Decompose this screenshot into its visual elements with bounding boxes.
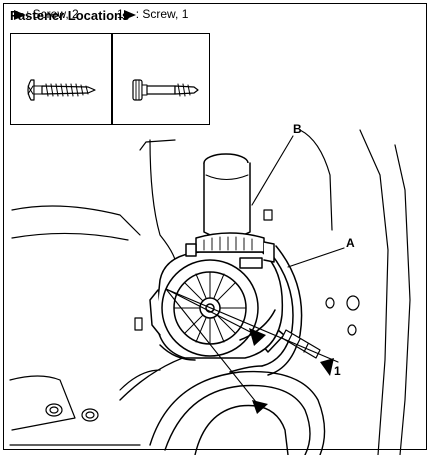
window-motor xyxy=(185,153,275,269)
screw-marker-1-icon xyxy=(320,358,334,376)
regulator-cable xyxy=(119,349,326,455)
wiring-connector xyxy=(281,329,321,359)
legend-screw-2-label: : Screw, 2 xyxy=(26,7,79,21)
leader-lines xyxy=(165,135,345,403)
triangle-marker-icon xyxy=(123,9,136,20)
legend-screw-1-label: : Screw, 1 xyxy=(135,7,189,21)
fastener-box-screw-2 xyxy=(10,33,112,125)
panel-holes xyxy=(45,209,360,422)
legend-screw-1: 1 : Screw, 1 xyxy=(117,7,188,21)
legend-screw-2: : Screw, 2 xyxy=(14,7,79,21)
callout-a: A xyxy=(346,236,355,250)
screw-marker-upper-icon xyxy=(249,328,266,346)
fastener-box-screw-1 xyxy=(112,33,210,125)
fastener-locations-title: Fastener Locations xyxy=(10,8,130,23)
triangle-marker-icon xyxy=(14,9,26,20)
legend-screw-1-marker: 1 xyxy=(117,7,124,21)
screw-2-icon xyxy=(27,79,96,101)
callout-b: B xyxy=(293,122,302,136)
door-panel-outline xyxy=(9,129,411,455)
screw-1-icon xyxy=(132,79,199,101)
screw-marker-lower-icon xyxy=(252,400,268,414)
screw-markers xyxy=(249,328,334,414)
callout-1: 1 xyxy=(334,364,341,378)
